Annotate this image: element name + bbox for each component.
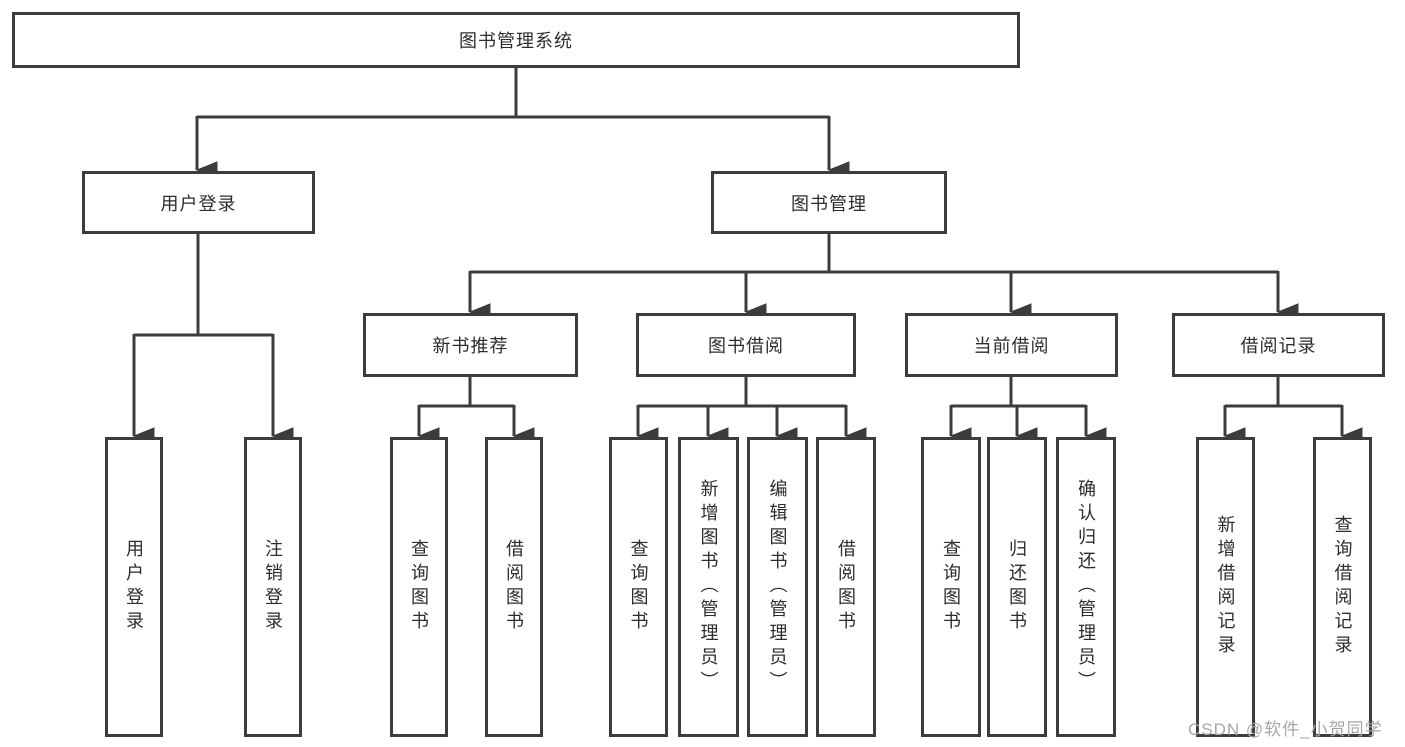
leaf-user-login: 用户登录 [105, 437, 163, 737]
node-current-borrow: 当前借阅 [905, 313, 1118, 377]
node-user-login: 用户登录 [82, 171, 315, 234]
leaf-return-book: 归还图书 [987, 437, 1047, 737]
leaf-query-book-borrow: 查询图书 [609, 437, 668, 737]
csdn-watermark: CSDN @软件_小贺同学 [1188, 720, 1383, 739]
leaf-add-borrow-record: 新增借阅记录 [1196, 437, 1255, 737]
node-borrow-records: 借阅记录 [1172, 313, 1385, 377]
node-book-management: 图书管理 [711, 171, 947, 234]
leaf-borrow-book: 借阅图书 [816, 437, 876, 737]
leaf-confirm-return-admin: 确认归还（管理员） [1056, 437, 1116, 737]
leaf-add-book-admin: 新增图书（管理员） [678, 437, 739, 737]
leaf-logout: 注销登录 [244, 437, 302, 737]
leaf-borrow-book-recommend: 借阅图书 [485, 437, 543, 737]
node-new-book-recommend: 新书推荐 [363, 313, 578, 377]
leaf-edit-book-admin: 编辑图书（管理员） [747, 437, 808, 737]
leaf-query-book-recommend: 查询图书 [390, 437, 448, 737]
leaf-query-book-current: 查询图书 [921, 437, 981, 737]
leaf-query-borrow-record: 查询借阅记录 [1313, 437, 1372, 737]
node-library-management-system: 图书管理系统 [12, 12, 1020, 68]
node-book-borrow: 图书借阅 [636, 313, 856, 377]
